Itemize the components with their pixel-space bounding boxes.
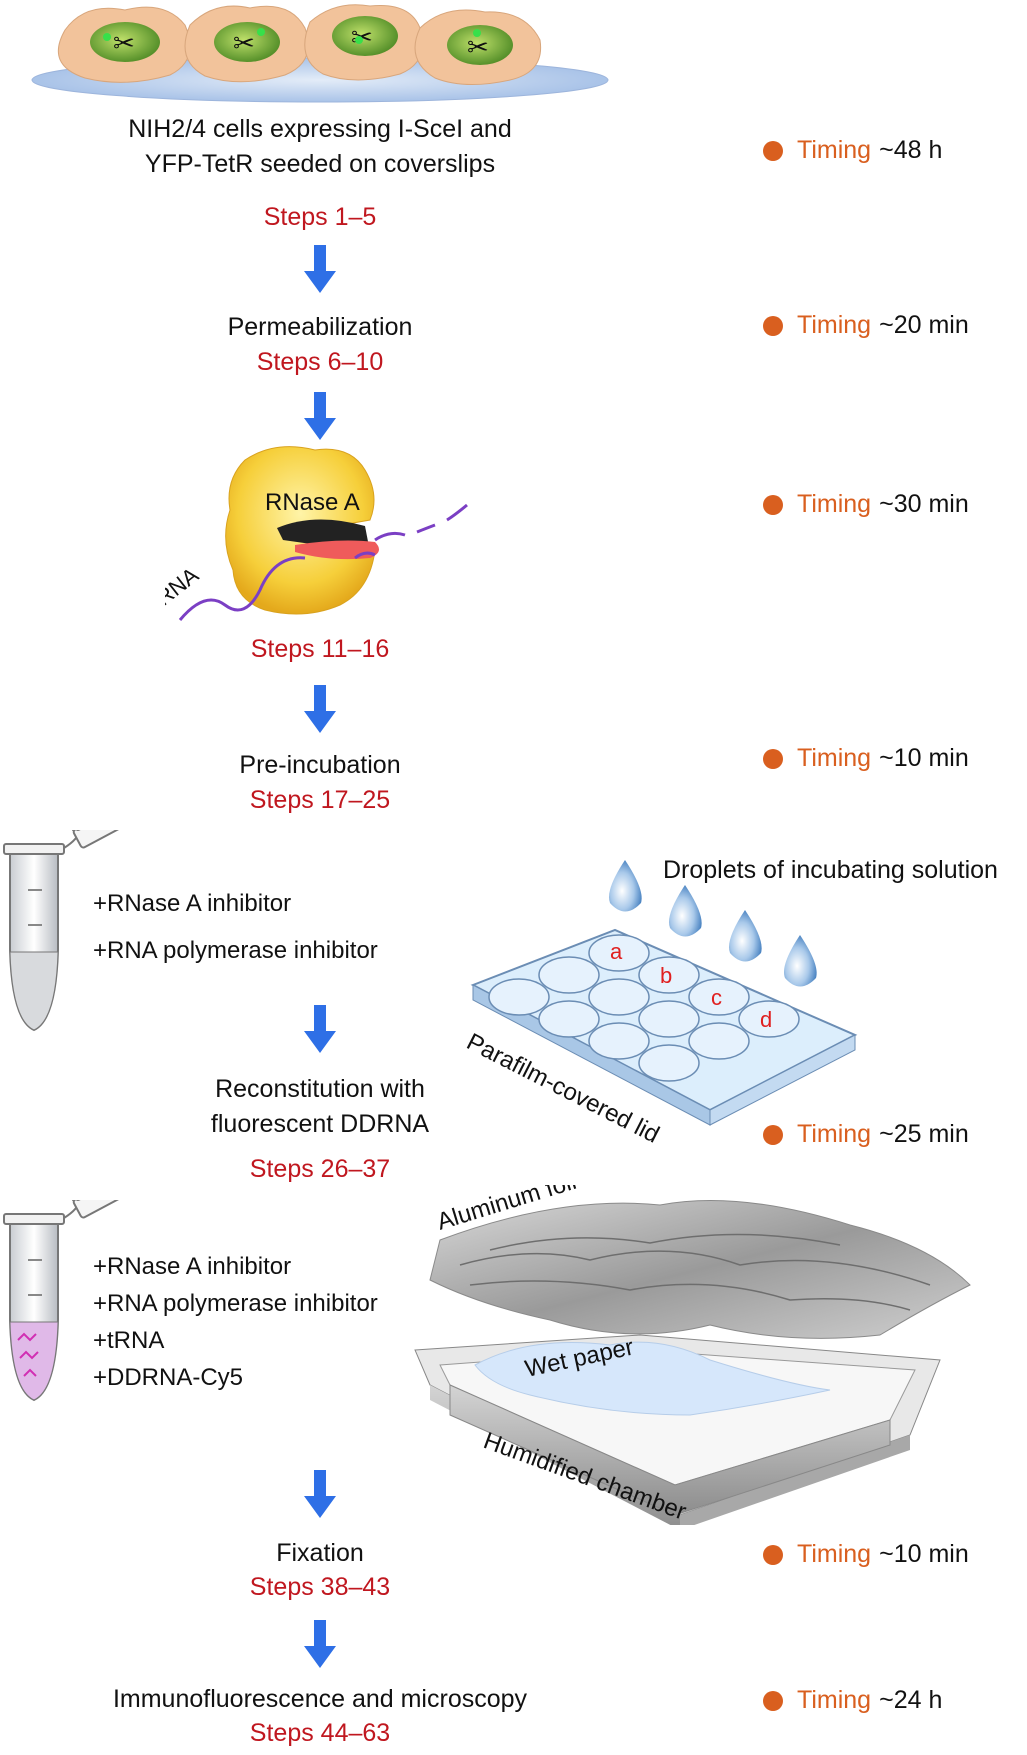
timing-1: Timing ~48 h xyxy=(763,136,942,165)
rna-fragments xyxy=(354,503,468,560)
svg-text:✂: ✂ xyxy=(467,32,489,62)
well-a: a xyxy=(610,939,623,964)
timing-4: Timing ~10 min xyxy=(763,744,969,773)
cell-2: ✂ xyxy=(184,5,309,83)
stage1-title-line1: NIH2/4 cells expressing I-SceI and xyxy=(128,115,512,143)
stage2-steps: Steps 6–10 xyxy=(256,348,384,376)
tube-2-reagents: +RNase A inhibitor +RNA polymerase inhib… xyxy=(93,1248,378,1396)
stage2-title: Permeabilization xyxy=(227,313,413,341)
droplets xyxy=(609,860,817,987)
tube-1-reagent-2: +RNA polymerase inhibitor xyxy=(93,937,378,964)
stage4-title: Pre-incubation xyxy=(239,751,401,779)
timing-value: ~20 min xyxy=(879,311,969,339)
timing-dot xyxy=(763,494,783,515)
rna-strand xyxy=(178,556,306,621)
timing-dot xyxy=(763,1690,783,1711)
cells-on-coverslip-illustration: ✂ ✂ ✂ ✂ xyxy=(31,4,609,103)
tube-2-reagent-3: +tRNA xyxy=(93,1327,165,1354)
tube-2-reagent-1: +RNase A inhibitor xyxy=(93,1253,292,1280)
tube-1-reagent-1: +RNase A inhibitor xyxy=(93,890,292,917)
stage7-steps: Steps 44–63 xyxy=(249,1719,391,1747)
stage6-steps: Steps 38–43 xyxy=(249,1573,391,1601)
timing-word: Timing xyxy=(797,1686,872,1714)
timing-word: Timing xyxy=(797,490,872,518)
well-b: b xyxy=(660,963,672,988)
humidified-chamber-illustration: Wet paper Humidified chamber Aluminum fo… xyxy=(414,1185,971,1525)
droplets-label: Droplets of incubating solution xyxy=(663,856,998,884)
well-d: d xyxy=(760,1007,772,1032)
flow-arrow-6 xyxy=(304,1620,336,1668)
timing-word: Timing xyxy=(797,311,872,339)
parafilm-lid: a b c d xyxy=(470,928,858,1126)
stage1-title: NIH2/4 cells expressing I-SceI and YFP-T… xyxy=(40,112,600,182)
wet-paper xyxy=(474,1341,831,1416)
flow-arrow-4 xyxy=(304,1005,336,1053)
timing-value: ~24 h xyxy=(879,1686,943,1714)
svg-text:✂: ✂ xyxy=(113,28,135,58)
tube-2-icon xyxy=(3,1200,128,1402)
timing-dot xyxy=(763,1544,783,1565)
timing-value: ~25 min xyxy=(879,1120,969,1148)
stage5-title: Reconstitution with fluorescent DDRNA xyxy=(160,1072,480,1142)
stage1-title-line2: YFP-TetR seeded on coverslips xyxy=(144,150,496,178)
svg-text:✂: ✂ xyxy=(233,28,255,58)
tube-2-reagent-4: +DDRNA-Cy5 xyxy=(93,1364,244,1391)
stage3-steps: Steps 11–16 xyxy=(250,635,390,663)
flow-arrow-1 xyxy=(304,245,336,293)
stage7-title: Immunofluorescence and microscopy xyxy=(112,1685,528,1713)
timing-7: Timing ~24 h xyxy=(763,1686,942,1715)
timing-2: Timing ~20 min xyxy=(763,311,969,340)
cell-1: ✂ xyxy=(57,6,191,83)
rnase-a-illustration: RNase A RNA xyxy=(165,446,468,621)
timing-value: ~10 min xyxy=(879,1540,969,1568)
flow-arrow-2 xyxy=(304,392,336,440)
cell-4: ✂ xyxy=(414,9,542,86)
aluminum-foil xyxy=(429,1200,971,1339)
cell-3: ✂ xyxy=(304,4,423,81)
stage1-steps: Steps 1–5 xyxy=(263,203,377,231)
timing-5: Timing ~25 min xyxy=(763,1120,969,1149)
stage5-steps: Steps 26–37 xyxy=(249,1155,391,1183)
flow-arrow-5 xyxy=(304,1470,336,1518)
timing-dot xyxy=(763,748,783,769)
timing-word: Timing xyxy=(797,744,872,772)
timing-dot xyxy=(763,140,783,161)
stage4-steps: Steps 17–25 xyxy=(249,786,391,814)
timing-value: ~48 h xyxy=(879,136,943,164)
timing-word: Timing xyxy=(797,1120,872,1148)
timing-3: Timing ~30 min xyxy=(763,490,969,519)
stage5-title-line2: fluorescent DDRNA xyxy=(210,1110,430,1138)
timing-dot xyxy=(763,315,783,336)
timing-word: Timing xyxy=(797,1540,872,1568)
rnase-label: RNase A xyxy=(265,489,360,516)
timing-value: ~30 min xyxy=(879,490,969,518)
tube-1-icon xyxy=(3,830,128,1032)
stage5-title-line1: Reconstitution with xyxy=(215,1075,425,1103)
timing-word: Timing xyxy=(797,136,872,164)
timing-dot xyxy=(763,1124,783,1145)
timing-6: Timing ~10 min xyxy=(763,1540,969,1569)
svg-text:✂: ✂ xyxy=(351,22,373,52)
stage6-title: Fixation xyxy=(276,1539,364,1567)
flow-arrow-3 xyxy=(304,685,336,733)
timing-value: ~10 min xyxy=(879,744,969,772)
tube-2-reagent-2: +RNA polymerase inhibitor xyxy=(93,1290,378,1317)
tube-1-reagents: +RNase A inhibitor +RNA polymerase inhib… xyxy=(93,885,378,969)
well-c: c xyxy=(711,985,722,1010)
parafilm-lid-illustration: Droplets of incubating solution a b c d … xyxy=(462,856,998,1149)
